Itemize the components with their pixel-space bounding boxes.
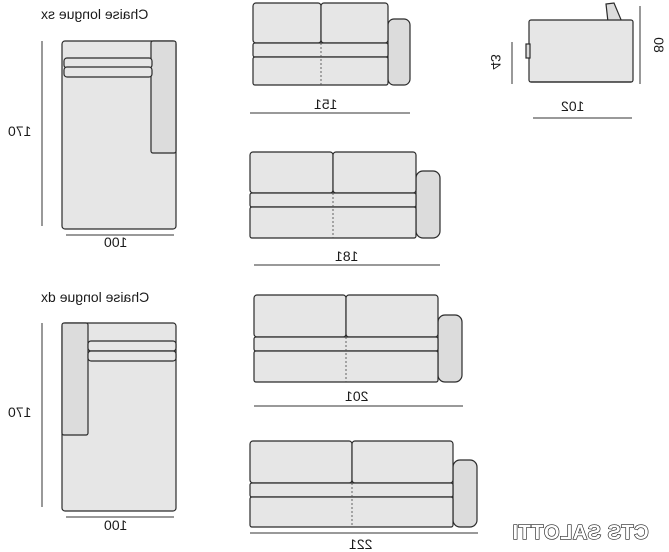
sofa-201-width-label: 201 [345, 388, 369, 404]
chaise-dx-plan [41, 322, 177, 518]
side-view [511, 2, 641, 119]
chaise-sx-width-label: 100 [104, 234, 128, 250]
chaise-dx-width-label: 100 [104, 517, 128, 533]
sofa-181-front [249, 151, 441, 266]
sofa-221-front [249, 440, 478, 534]
sofa-181-width-label: 181 [335, 248, 359, 264]
side-height-label: 80 [650, 37, 667, 53]
sofa-221-width-label: 221 [349, 536, 373, 552]
sofa-151-front [250, 2, 411, 114]
chaise-sx-plan [41, 40, 177, 236]
sofa-151-width-label: 151 [314, 96, 338, 112]
chaise-dx-depth-label: 170 [8, 404, 32, 420]
chaise-dx-title: Chaise longue dx [41, 289, 150, 305]
brand-logo: CTS SALOTTI [511, 521, 649, 544]
sofa-201-front [253, 294, 463, 407]
chaise-sx-depth-label: 170 [8, 123, 32, 139]
side-depth-label: 102 [561, 98, 585, 114]
side-seat-height-label: 43 [487, 54, 504, 70]
chaise-sx-title: Chaise longue sx [41, 6, 149, 22]
